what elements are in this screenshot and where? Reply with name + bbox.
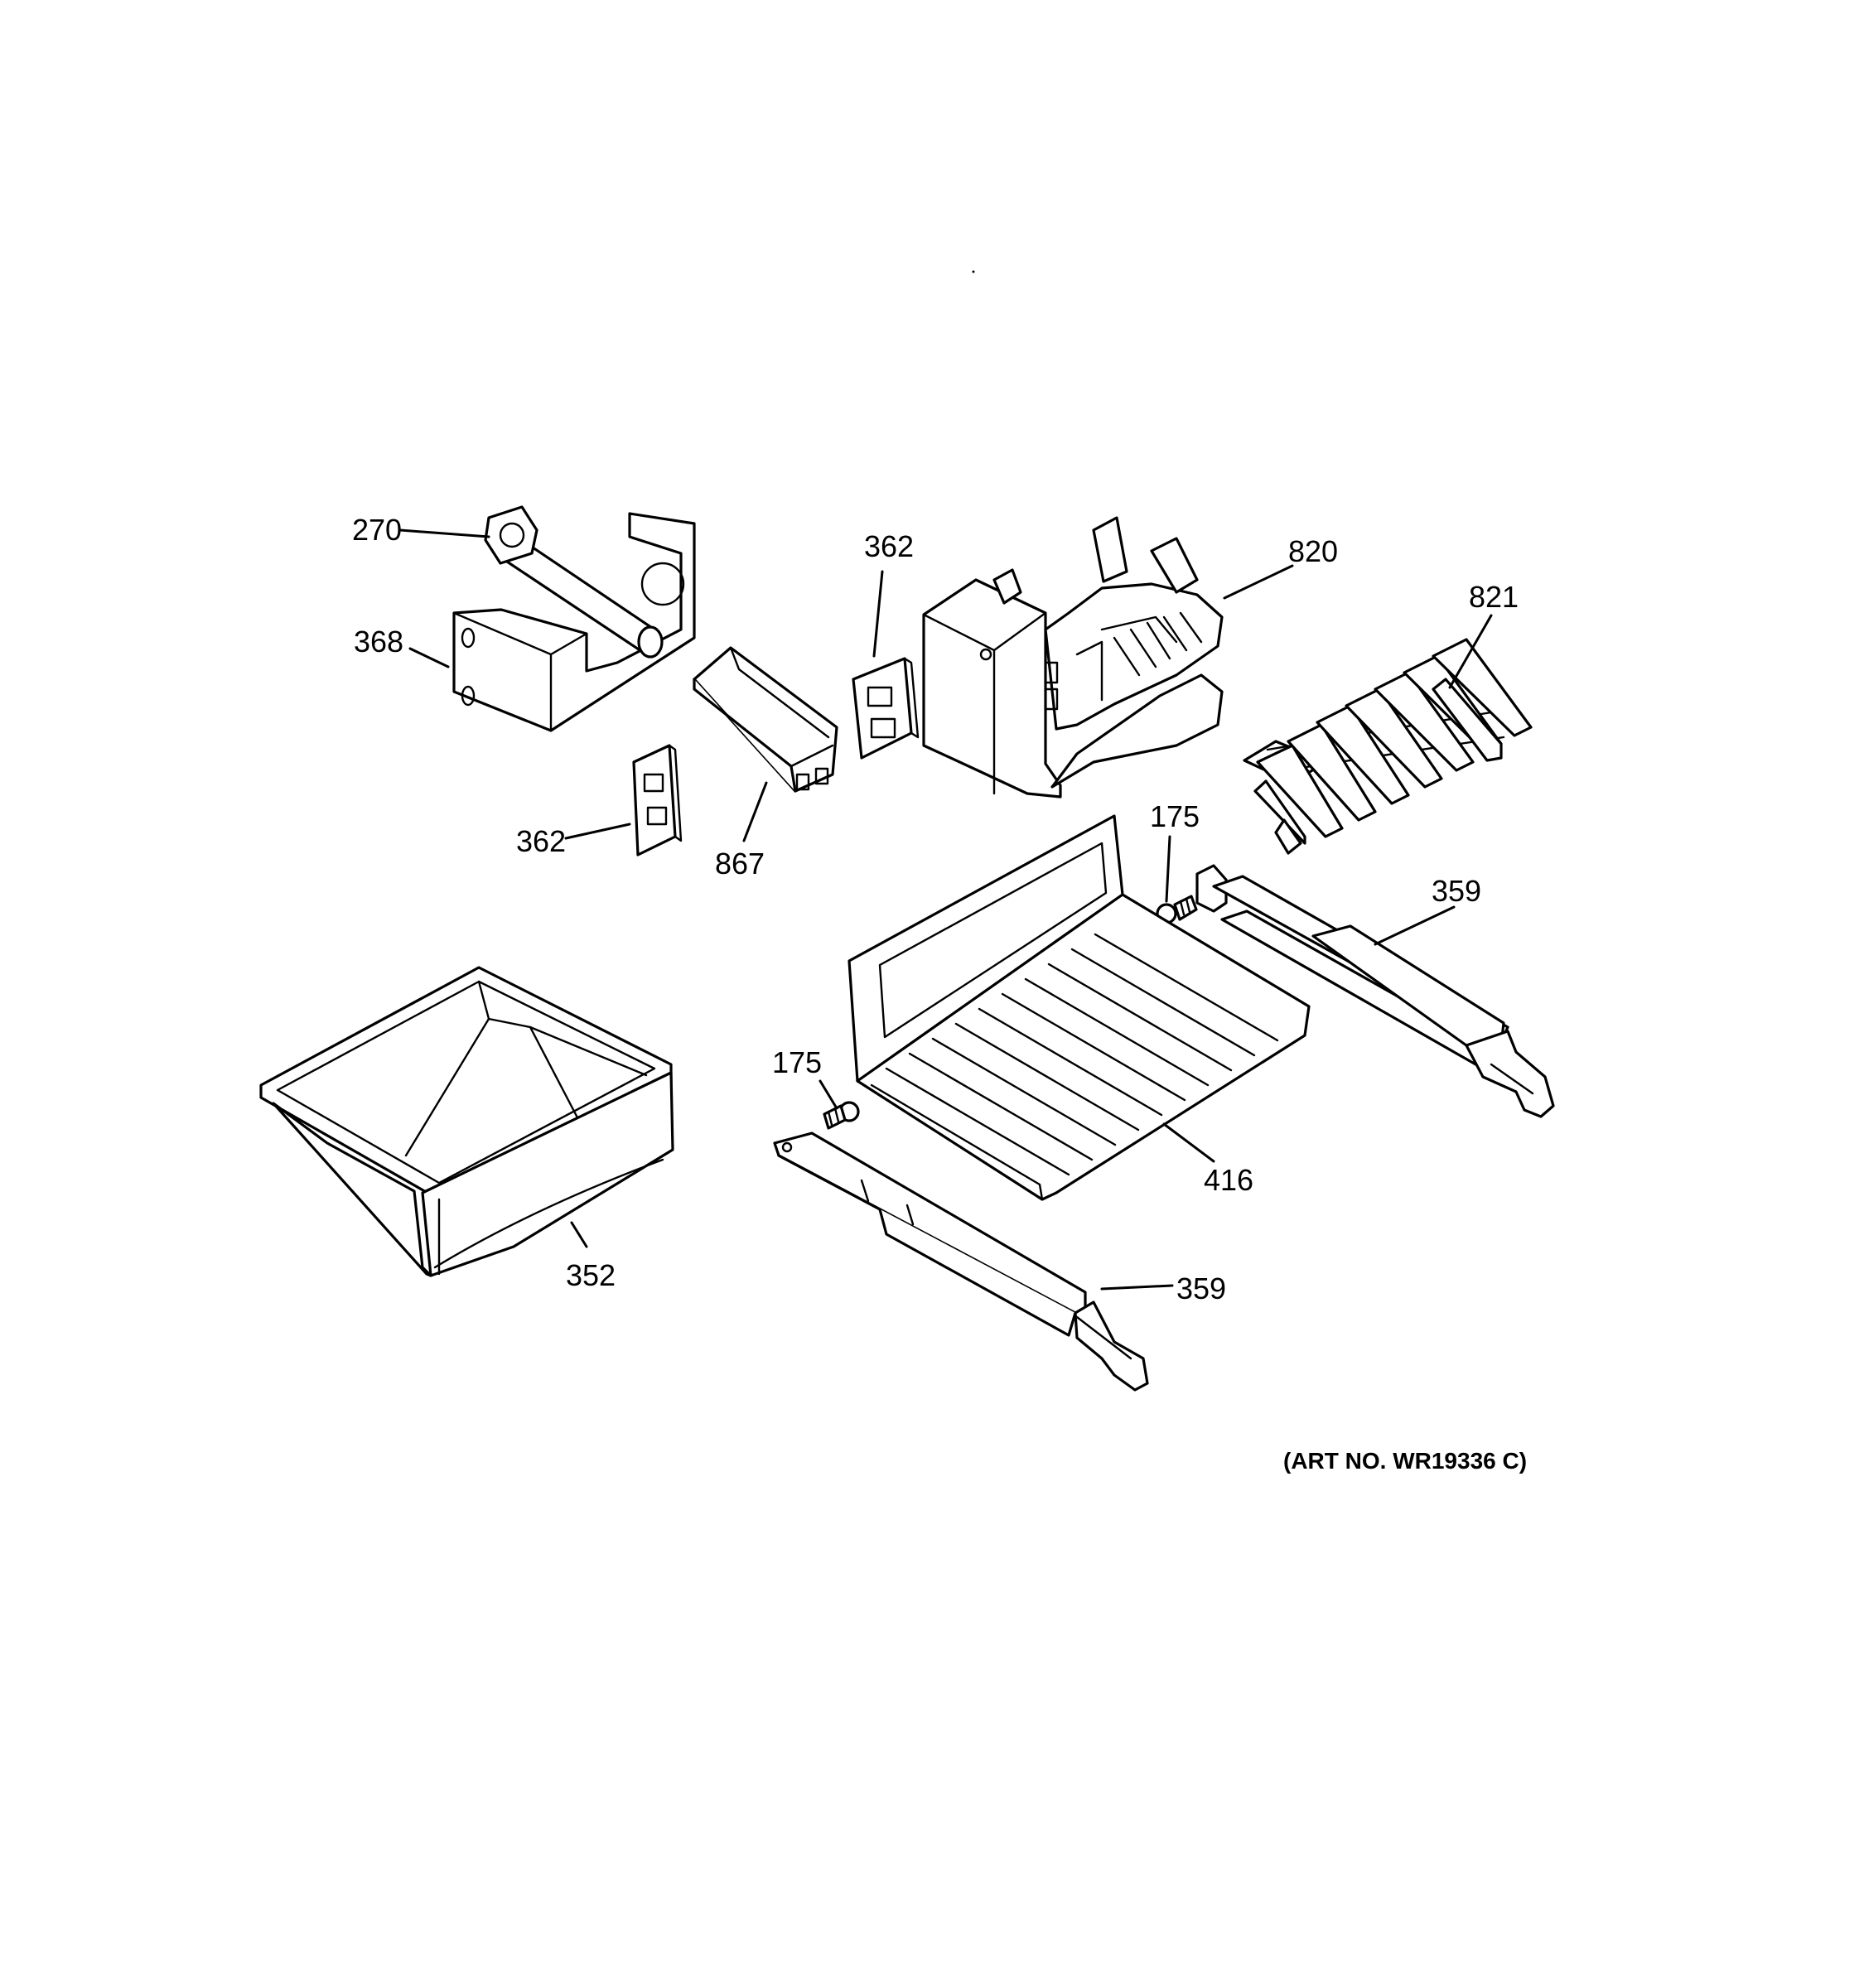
lower-mounting-plate-part [632,744,683,856]
callout-175-lower: 175 [772,1045,822,1079]
callout-867: 867 [715,847,765,881]
callout-821: 821 [1469,580,1519,614]
callout-352: 352 [566,1258,616,1292]
lower-screw-part [823,1101,860,1130]
callout-359-upper: 359 [1432,874,1481,908]
callout-labels: 270 368 362 362 867 820 821 175 175 359 … [352,513,1519,1305]
fill-tube-bracket-part [452,505,696,732]
upper-mounting-plate-part [852,657,920,760]
shelf-part [847,814,1311,1201]
callout-416: 416 [1204,1163,1253,1197]
callout-270: 270 [352,513,402,547]
art-number: (ART NO. WR19336 C) [1283,1448,1527,1474]
stray-dot [972,270,975,273]
leader-lines [398,528,1493,1291]
callout-820: 820 [1288,534,1338,568]
callout-368: 368 [354,625,403,659]
callout-175-upper: 175 [1150,799,1200,833]
upper-screw-part [1156,895,1198,924]
ejector-fingers-part [1243,638,1533,855]
callout-362-lower: 362 [516,824,566,858]
callout-362-upper: 362 [864,529,914,563]
lower-slide-rail-part [773,1132,1149,1392]
upper-slide-rail-part [1195,864,1555,1118]
callout-359-lower: 359 [1176,1271,1226,1305]
icemaker-assembly-part [922,516,1224,799]
water-trough-part [693,646,838,793]
ice-bucket-part [259,966,674,1277]
